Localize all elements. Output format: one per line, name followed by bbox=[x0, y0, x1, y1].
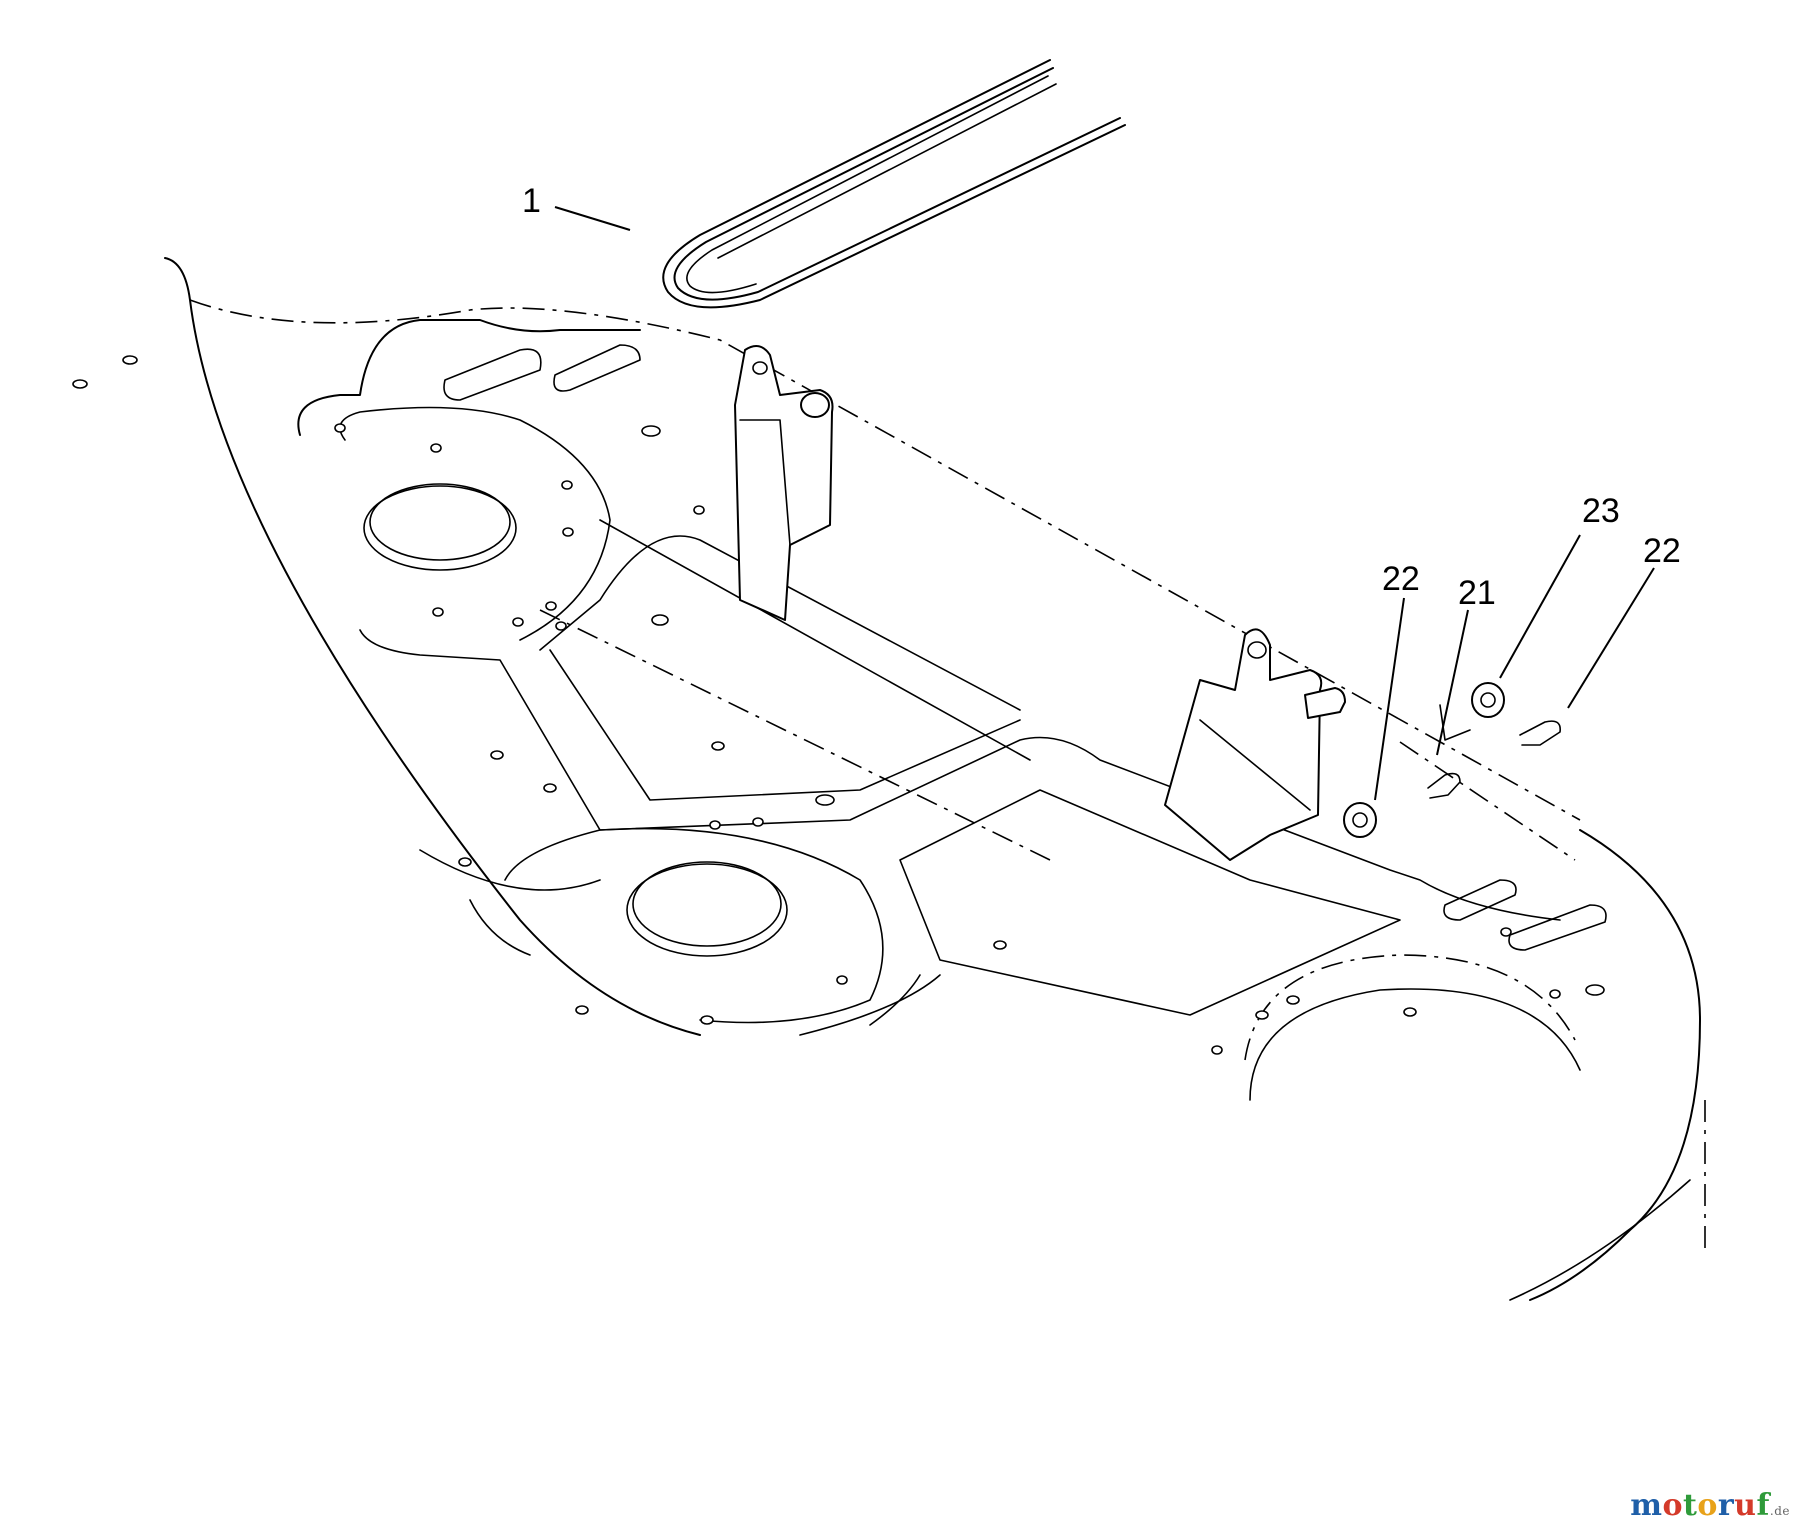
hardware bbox=[1343, 682, 1576, 861]
deck-slots bbox=[443, 344, 1607, 951]
callout-21: 21 bbox=[1458, 574, 1496, 612]
logo-letter: o bbox=[1662, 1488, 1683, 1523]
right-bracket bbox=[1164, 628, 1346, 861]
callout-1: 1 bbox=[522, 182, 541, 220]
mower-deck bbox=[164, 257, 1706, 1301]
callout-22-left: 22 bbox=[1382, 560, 1420, 598]
logo-letter: f bbox=[1756, 1488, 1770, 1523]
logo-letter: m bbox=[1630, 1488, 1663, 1523]
callout-23: 23 bbox=[1582, 492, 1620, 530]
callout-22-right: 22 bbox=[1643, 532, 1681, 570]
mounting-holes bbox=[72, 355, 1605, 1055]
motoruf-logo: motoruf.de bbox=[1630, 1488, 1790, 1523]
callout-labels: 1 22 21 23 22 bbox=[522, 182, 1681, 612]
callout-leaders bbox=[554, 206, 1655, 801]
logo-tld: .de bbox=[1769, 1504, 1790, 1518]
logo-letter: r bbox=[1717, 1488, 1735, 1523]
spindle-openings bbox=[363, 483, 1581, 1101]
left-bracket bbox=[734, 345, 834, 621]
logo-text: motoruf bbox=[1630, 1488, 1770, 1523]
logo-letter: o bbox=[1697, 1488, 1718, 1523]
logo-letter: t bbox=[1682, 1488, 1698, 1523]
belt-part-1 bbox=[662, 59, 1126, 309]
logo-letter: u bbox=[1734, 1488, 1757, 1523]
